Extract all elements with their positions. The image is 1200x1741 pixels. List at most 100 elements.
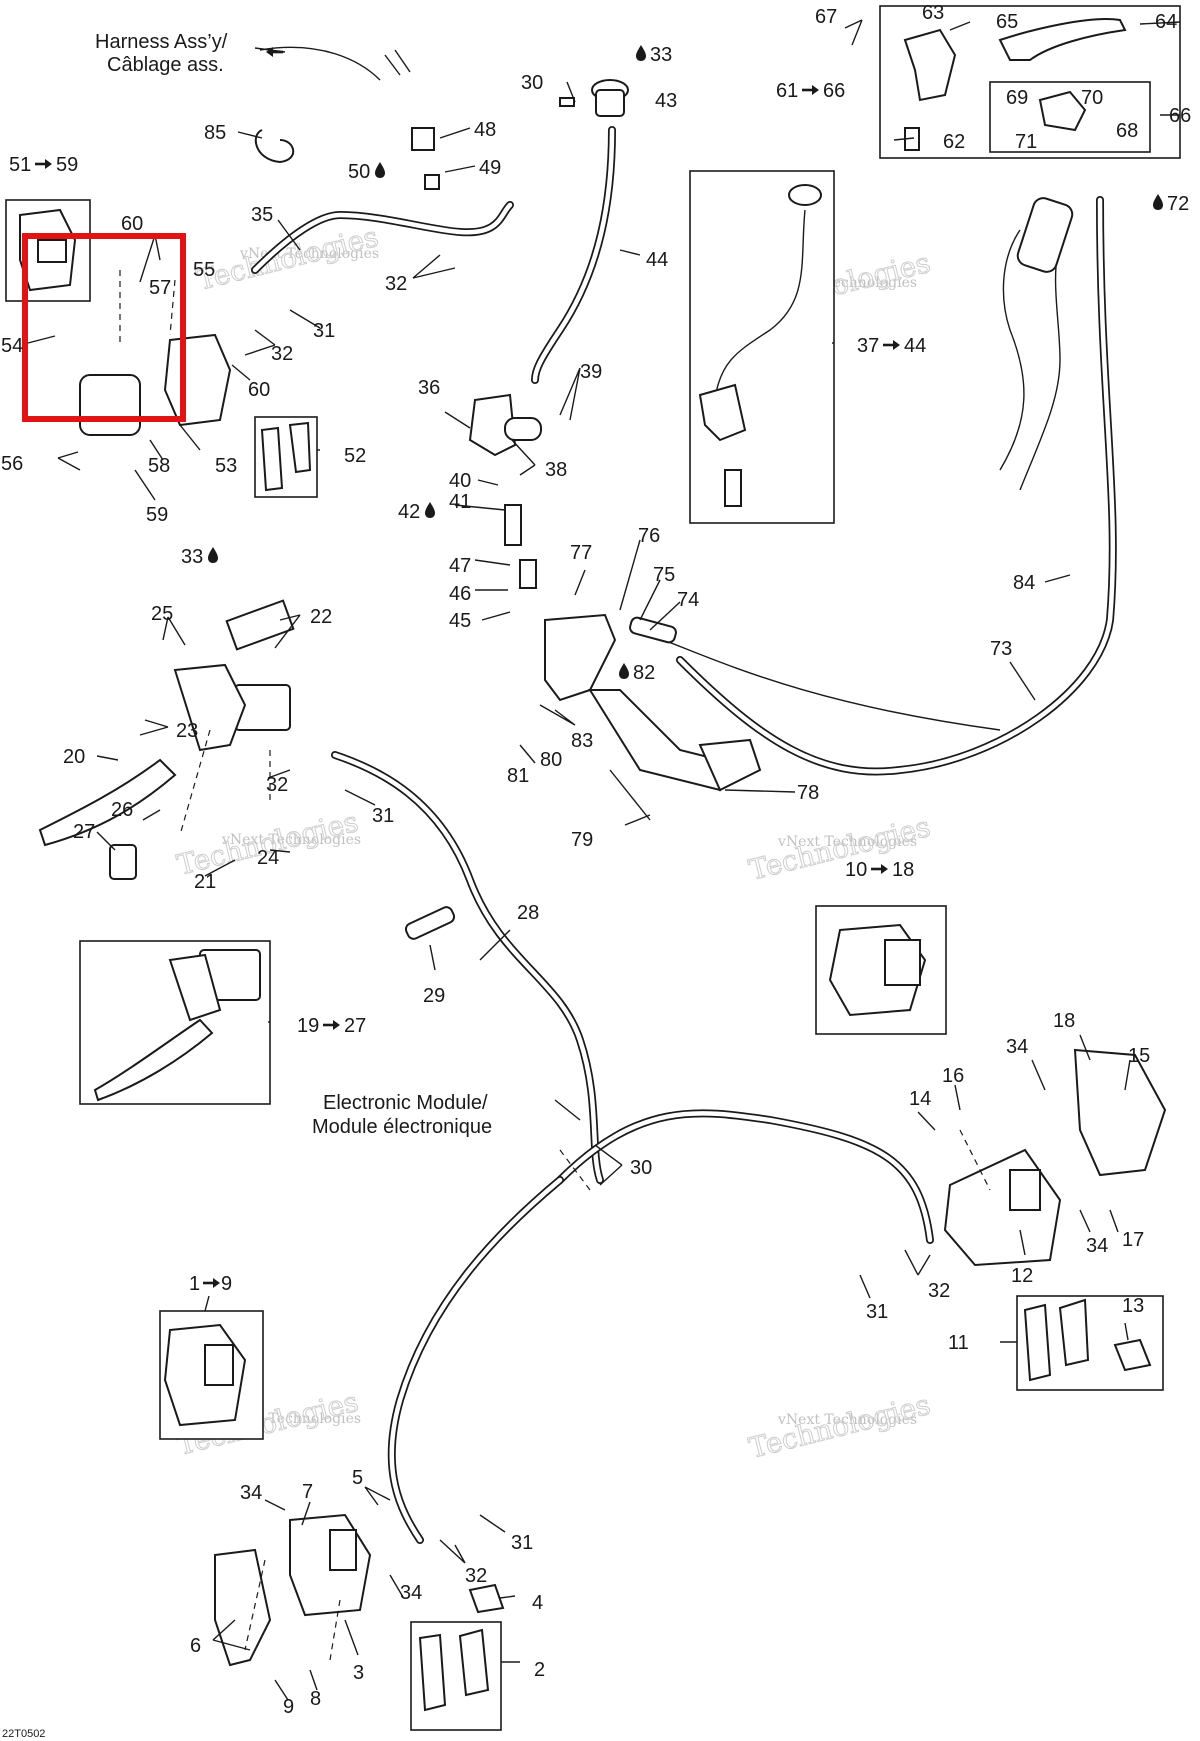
part-label: 12 <box>1011 1265 1033 1287</box>
part-label: 32 <box>465 1565 487 1587</box>
part-label: 34 <box>1006 1036 1028 1058</box>
arrow-right-icon <box>33 157 54 171</box>
pedal-78 <box>588 689 721 792</box>
module-callout-fr: Module électronique <box>312 1116 492 1138</box>
part-label: 14 <box>909 1088 931 1110</box>
part-label: 15 <box>1128 1045 1150 1067</box>
watermark-small: vNext Technologies <box>221 832 361 848</box>
diagram-code: 22T0502 <box>2 1728 45 1740</box>
part-label: 7 <box>302 1481 313 1503</box>
part-label: 71 <box>1015 131 1037 153</box>
part-label: 53 <box>215 455 237 477</box>
part-label: 68 <box>1116 120 1138 142</box>
part-label: 27 <box>73 821 95 843</box>
arrow-right-icon <box>800 83 821 97</box>
part-label: 82 <box>633 662 655 684</box>
part-label: 36 <box>418 377 440 399</box>
fluid-label-42: 42 <box>398 501 435 523</box>
part-label: 73 <box>990 638 1012 660</box>
range-label-37-44: 37 44 <box>857 335 926 357</box>
range-from: 51 <box>9 154 31 176</box>
part-label: 26 <box>111 799 133 821</box>
clip-13 <box>1113 1338 1152 1372</box>
part-label: 57 <box>149 277 171 299</box>
strap-85 <box>254 129 295 164</box>
range-to: 27 <box>344 1015 366 1037</box>
pin-29 <box>404 906 456 940</box>
part-label: 35 <box>251 204 273 226</box>
part-label: 30 <box>521 72 543 94</box>
part-label: 31 <box>313 320 335 342</box>
clip-4 <box>468 1583 505 1614</box>
range-to: 59 <box>56 154 78 176</box>
fluid-drop-icon <box>1153 194 1163 210</box>
part-label: 42 <box>398 501 420 523</box>
part-label: 31 <box>372 805 394 827</box>
fluid-drop-icon <box>208 547 218 563</box>
part-label: 84 <box>1013 572 1035 594</box>
part-label: 17 <box>1122 1229 1144 1251</box>
part-label: 81 <box>507 765 529 787</box>
range-label-19-27: 19 27 <box>297 1015 366 1037</box>
part-label: 23 <box>176 720 198 742</box>
master-cyl-38 <box>468 393 517 457</box>
part-label: 83 <box>571 730 593 752</box>
part-label: 38 <box>545 459 567 481</box>
lever-bracket-63 <box>903 28 957 102</box>
range-label-1-9: 1 9 <box>189 1273 232 1295</box>
arrow-right-icon <box>201 1276 222 1290</box>
watermark-small: vNext Technologies <box>777 1412 917 1428</box>
part-label: 24 <box>257 847 279 869</box>
part-label: 5 <box>352 1467 363 1489</box>
part-label: 18 <box>1053 1010 1075 1032</box>
part-label: 69 <box>1006 87 1028 109</box>
part-label: 54 <box>1 335 23 357</box>
part-label: 29 <box>423 985 445 1007</box>
part-label: 34 <box>240 1482 262 1504</box>
part-label: 62 <box>943 131 965 153</box>
part-label: 34 <box>400 1582 422 1604</box>
part-label: 70 <box>1081 87 1103 109</box>
range-to: 9 <box>221 1273 232 1295</box>
pushrod-41 <box>504 504 522 546</box>
part-label: 28 <box>517 902 539 924</box>
part-label: 2 <box>534 1659 545 1681</box>
range-label-10-18: 10 18 <box>845 859 914 881</box>
part-label: 52 <box>344 445 366 467</box>
part-label: 55 <box>193 259 215 281</box>
watermark-large: Technologies <box>194 220 382 297</box>
part-label: 22 <box>310 606 332 628</box>
caliper-53 <box>163 333 232 427</box>
part-label: 20 <box>63 746 85 768</box>
switch-48 <box>411 127 435 151</box>
module-callout-en: Electronic Module/ <box>323 1092 488 1114</box>
part-label: 30 <box>630 1157 652 1179</box>
part-label: 78 <box>797 782 819 804</box>
part-label: 32 <box>385 273 407 295</box>
part-label: 65 <box>996 11 1018 33</box>
caliper-12 <box>943 1148 1062 1267</box>
part-label: 75 <box>653 564 675 586</box>
part-label: 40 <box>449 470 471 492</box>
part-label: 21 <box>194 871 216 893</box>
part-label: 46 <box>449 583 471 605</box>
range-to: 66 <box>823 80 845 102</box>
part-label: 6 <box>190 1635 201 1657</box>
part-label: 74 <box>677 589 699 611</box>
fluid-label-82: 82 <box>619 662 655 684</box>
range-to: 18 <box>892 859 914 881</box>
part-label: 56 <box>1 453 23 475</box>
fluid-label-33-mid: 33 <box>181 546 218 568</box>
part-label: 43 <box>655 90 677 112</box>
part-label: 48 <box>474 119 496 141</box>
part-label: 8 <box>310 1688 321 1710</box>
fluid-drop-icon <box>619 663 629 679</box>
part-label: 13 <box>1122 1295 1144 1317</box>
fluid-label-33-top: 33 <box>636 44 672 66</box>
part-label: 66 <box>1169 105 1191 127</box>
part-label: 33 <box>181 546 203 568</box>
part-label: 41 <box>449 491 471 513</box>
bracket-53 <box>79 374 141 436</box>
part-label: 80 <box>540 749 562 771</box>
